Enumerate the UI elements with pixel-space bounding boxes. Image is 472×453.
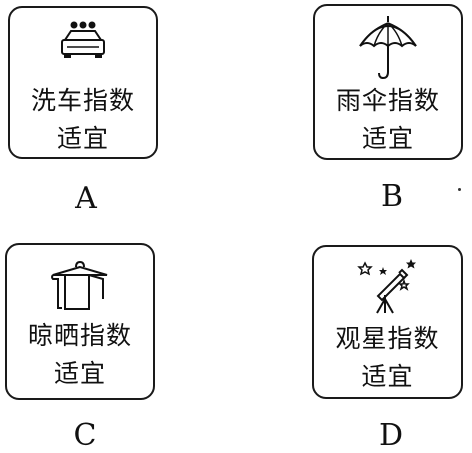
option-letter-a: A [75, 181, 97, 216]
option-card-d[interactable]: 观星指数 适宜 [312, 245, 463, 399]
option-caption: 晾晒指数 适宜 [7, 317, 153, 393]
car-icon [61, 21, 105, 58]
telescope-icon [356, 259, 416, 314]
index-level: 适宜 [56, 124, 109, 153]
option-card-a[interactable]: 洗车指数 适宜 [8, 6, 158, 159]
index-level: 适宜 [361, 362, 414, 391]
index-level: 适宜 [53, 359, 106, 388]
option-card-c[interactable]: 晾晒指数 适宜 [5, 243, 155, 400]
option-caption: 观星指数 适宜 [314, 320, 461, 396]
stray-dot [458, 188, 461, 191]
umbrella-icon [359, 16, 417, 80]
option-letter-c: C [73, 418, 97, 453]
option-caption: 雨伞指数 适宜 [315, 82, 461, 158]
clothes-drying-icon [51, 260, 108, 310]
option-caption: 洗车指数 适宜 [10, 82, 156, 158]
option-letter-d: D [378, 418, 404, 453]
index-name: 雨伞指数 [335, 86, 440, 115]
index-name: 洗车指数 [30, 86, 135, 115]
option-card-b[interactable]: 雨伞指数 适宜 [313, 4, 463, 160]
index-name: 晾晒指数 [27, 321, 132, 350]
index-name: 观星指数 [335, 324, 440, 353]
option-letter-b: B [380, 179, 404, 214]
index-level: 适宜 [361, 124, 414, 153]
